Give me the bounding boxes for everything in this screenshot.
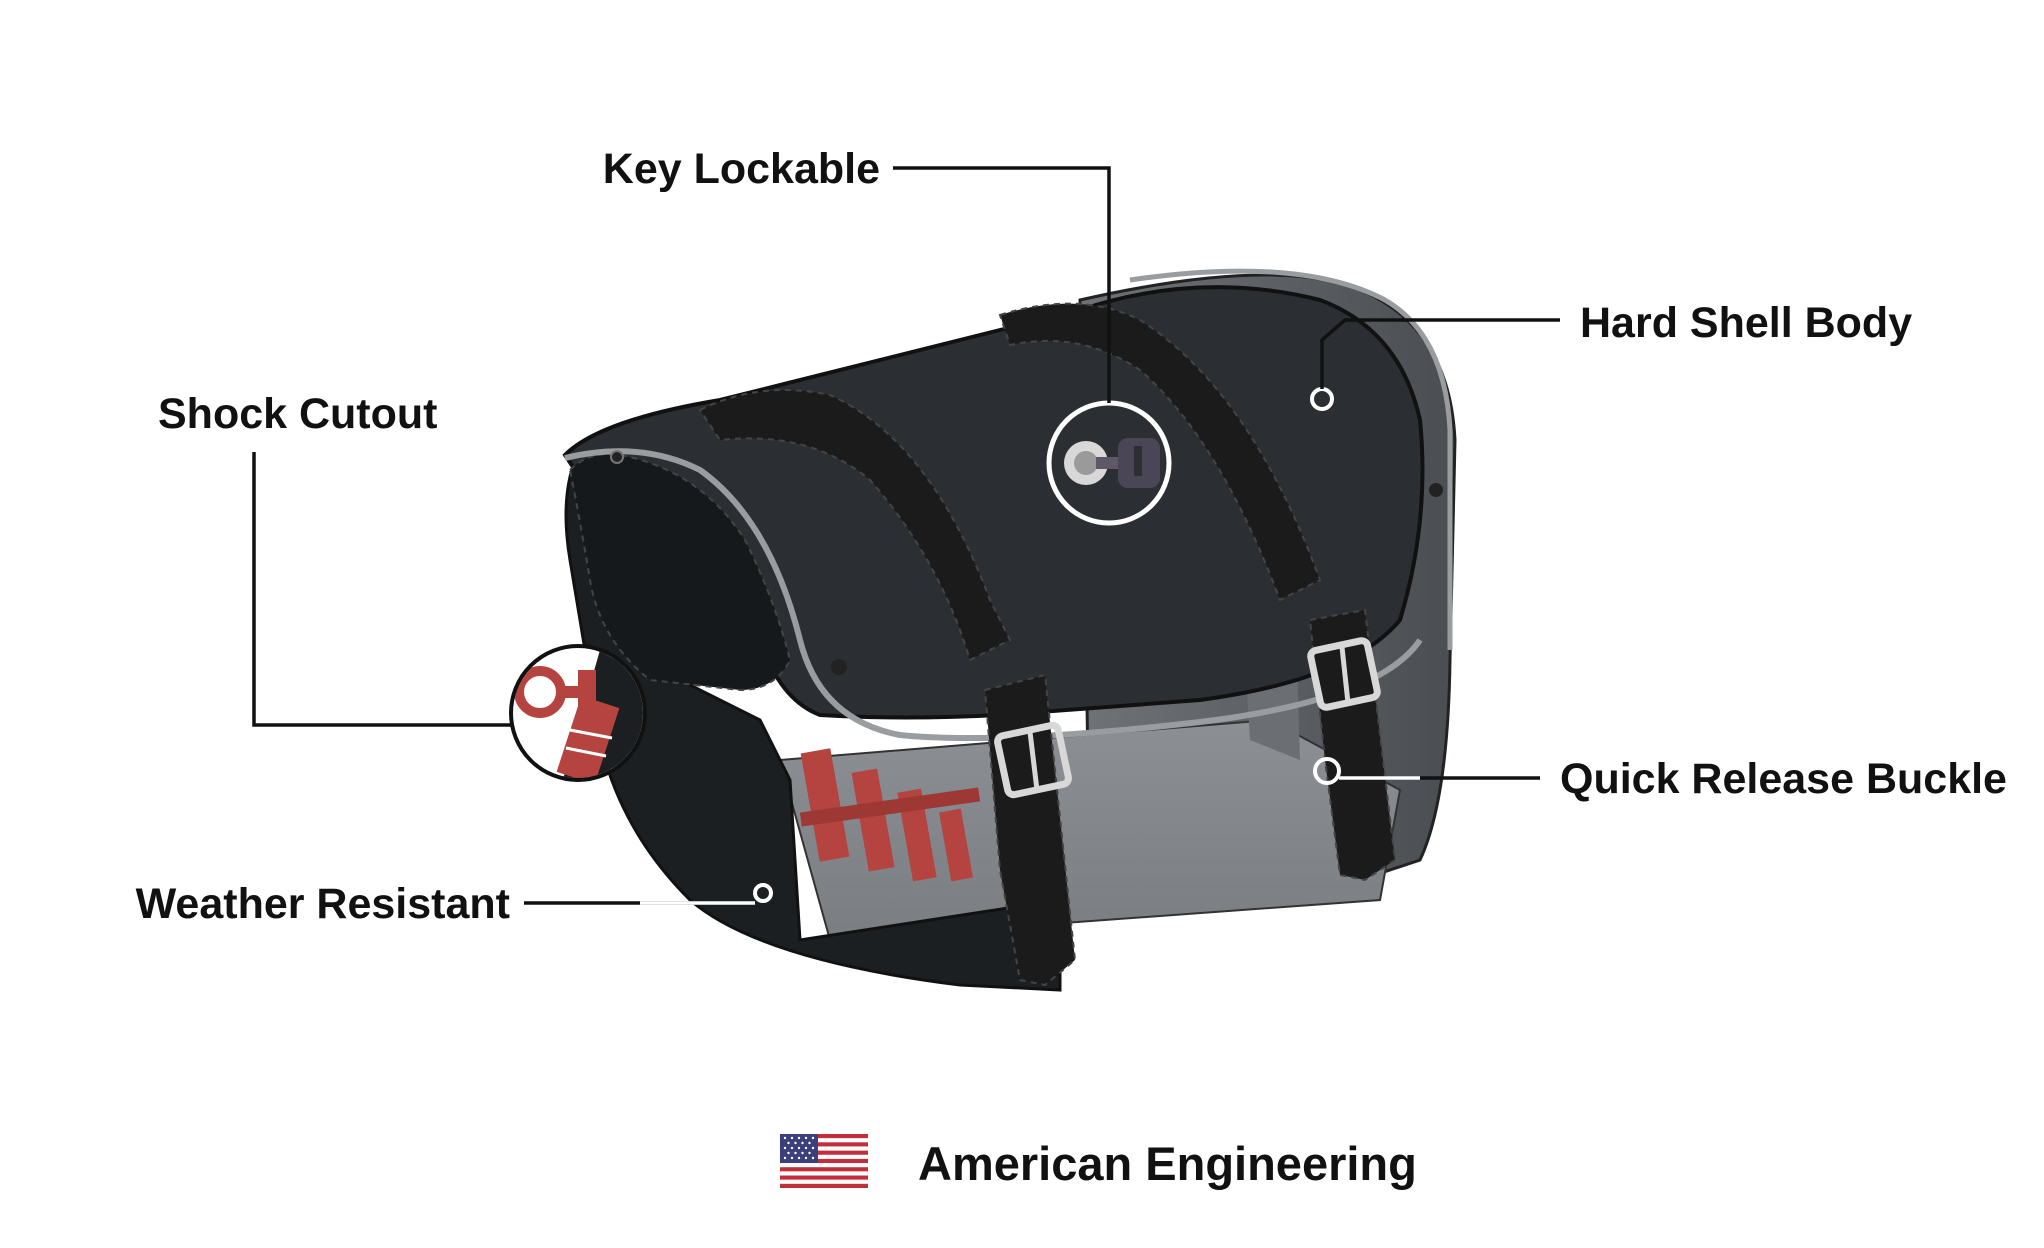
- american-engineering-label: American Engineering: [918, 1137, 1417, 1190]
- shock-absorber: [799, 748, 981, 882]
- buckle-marker: [1313, 757, 1341, 785]
- key-lockable-label: Key Lockable: [603, 145, 880, 193]
- key-lockable-leader: [893, 166, 1111, 403]
- top-strap-right: [998, 302, 1322, 602]
- bag-lid-side: [568, 453, 792, 692]
- lid-trim: [564, 448, 1423, 742]
- shock-cutout-leader: [252, 452, 511, 727]
- hard-shell-leader: [1320, 318, 1560, 389]
- weather-resistant-label: Weather Resistant: [136, 880, 510, 928]
- hard-shell-body-label: Hard Shell Body: [1580, 299, 1912, 347]
- us-flag-icon: [780, 1134, 868, 1188]
- hard-shell-back-trim: [1129, 268, 1453, 650]
- top-strap-left: [698, 389, 1012, 662]
- shock-cutout-label: Shock Cutout: [158, 390, 437, 438]
- key-lock-magnifier: [1046, 400, 1172, 526]
- weather-marker: [753, 883, 773, 903]
- saddlebag-illustration: [562, 268, 1457, 992]
- quick-release-buckle-label: Quick Release Buckle: [1560, 755, 2007, 803]
- front-strap-left: [983, 673, 1077, 987]
- bag-front-panel: [564, 455, 1062, 992]
